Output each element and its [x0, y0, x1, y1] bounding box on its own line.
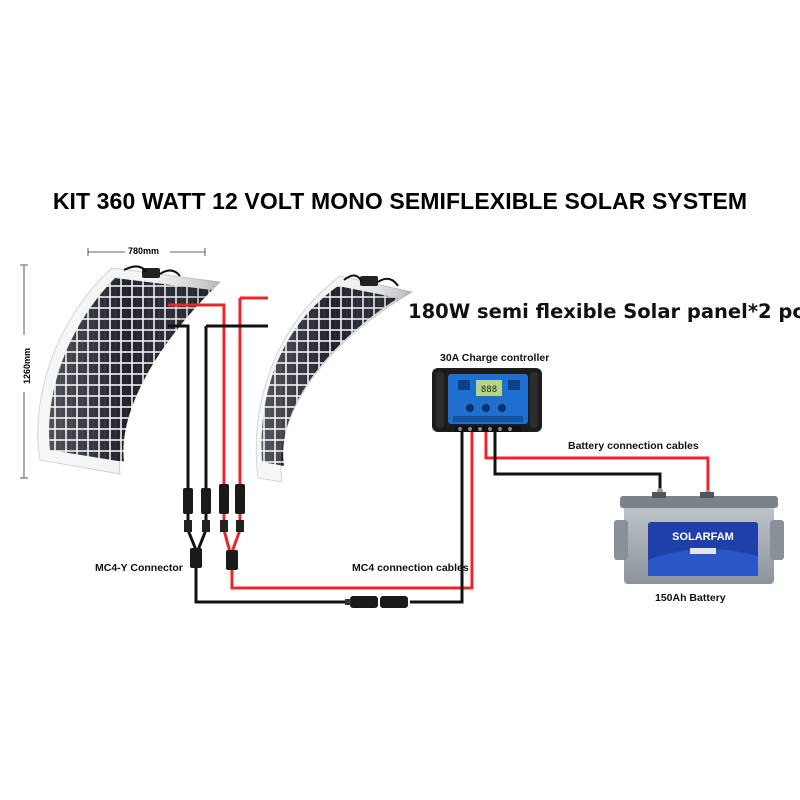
lcd-digits: 888 [481, 385, 497, 395]
charge-controller: 888 [432, 368, 542, 432]
height-dimension-label: 1260mm [22, 347, 33, 385]
width-dimension [87, 248, 206, 256]
solar-panel-right [255, 274, 414, 483]
battery-brand: SOLARFAM [672, 531, 734, 543]
junction-box-icon [142, 268, 160, 278]
page-title: KIT 360 WATT 12 VOLT MONO SEMIFLEXIBLE S… [52, 188, 748, 214]
width-dimension-label: 780mm [128, 246, 160, 256]
mc4-cables-label: MC4 connection cables [352, 562, 469, 574]
mc4-y-connector [184, 514, 244, 570]
battery-label: 150Ah Battery [655, 592, 726, 604]
controller-lcd [476, 380, 502, 396]
mc4-connection-cables [194, 432, 474, 608]
charge-controller-label: 30A Charge controller [440, 352, 550, 364]
solar-panel-label: 180W semi flexible Solar panel*2 pcs [408, 300, 800, 323]
mc4-y-connector-label: MC4-Y Connector [95, 562, 183, 574]
height-dimension [20, 264, 28, 479]
solar-panel-left [37, 265, 222, 475]
panel-output-cables [168, 296, 268, 488]
junction-box-icon [360, 276, 378, 286]
battery: SOLARFAM [614, 492, 784, 584]
battery-cables-label: Battery connection cables [568, 440, 699, 452]
mc4-connectors [183, 484, 245, 514]
